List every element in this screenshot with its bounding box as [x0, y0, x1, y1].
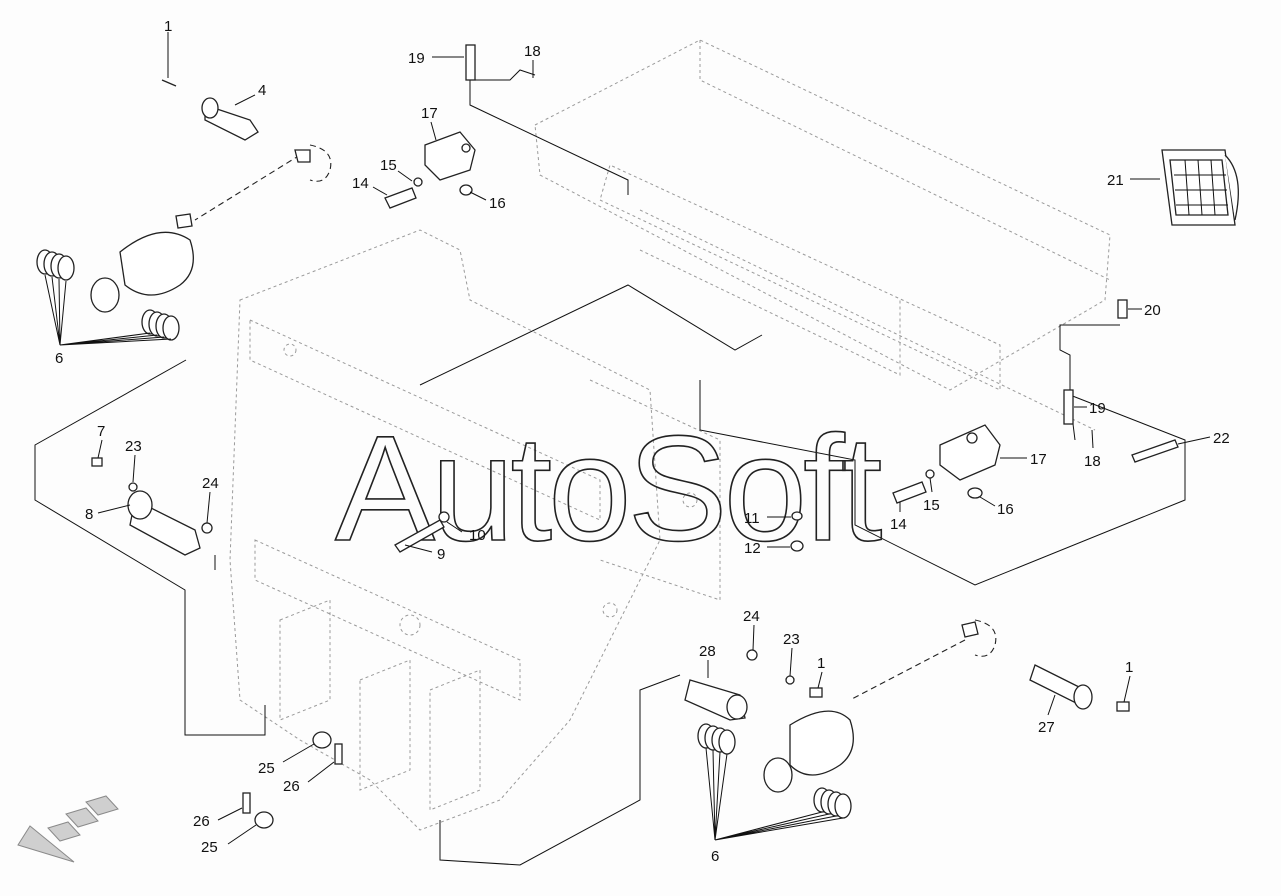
bolt-1	[161, 79, 177, 87]
bolt-14-top	[384, 187, 417, 209]
callout-14-right: 14	[890, 516, 907, 533]
bellows-bottom	[789, 710, 854, 776]
bracket-17-top	[424, 131, 476, 181]
callout-17-right: 17	[1030, 451, 1047, 468]
callout-1-right: 1	[1125, 659, 1133, 676]
leader-lines	[97, 32, 1211, 845]
bolt-group-center	[394, 511, 804, 553]
plate-22	[1131, 439, 1179, 463]
bracket-assembly-right	[892, 299, 1179, 504]
callout-26-lower: 26	[193, 813, 210, 830]
callout-18-right: 18	[1084, 453, 1101, 470]
callout-17: 17	[421, 105, 438, 122]
callout-12: 12	[744, 540, 761, 557]
pin-19-top	[465, 44, 476, 81]
callout-20: 20	[1144, 302, 1161, 319]
bolt-9	[394, 519, 445, 553]
pin-19-right	[1063, 389, 1074, 425]
washer-23	[128, 482, 138, 492]
pin-assembly-bottom-right	[684, 619, 1130, 841]
callout-23-bottom: 23	[783, 631, 800, 648]
washer-16-top	[459, 184, 473, 196]
bellows-top	[119, 231, 194, 296]
pin-4-flange	[201, 97, 219, 119]
callout-15-right: 15	[923, 497, 940, 514]
callout-23: 23	[125, 438, 142, 455]
direction-arrow	[17, 795, 119, 863]
callout-25-upper: 25	[258, 760, 275, 777]
callout-9: 9	[437, 546, 445, 563]
callout-16: 16	[489, 195, 506, 212]
washer-16-right	[967, 487, 983, 499]
callout-28: 28	[699, 643, 716, 660]
washer-15-right	[925, 469, 935, 479]
callout-7: 7	[97, 423, 105, 440]
washer-11	[791, 511, 803, 521]
callout-19: 19	[408, 50, 425, 67]
bolt-1-bottom	[809, 687, 823, 698]
callout-16-right: 16	[997, 501, 1014, 518]
ring-pin-group	[242, 731, 343, 829]
nut-24	[201, 522, 213, 534]
callout-labels: 1 4 6 7 23 24 8 9 10 11 12 19 18 17 15 1…	[55, 18, 1230, 865]
nut-24-bottom	[746, 649, 758, 661]
callout-14: 14	[352, 175, 369, 192]
callout-15: 15	[380, 157, 397, 174]
bracket-17-right	[939, 424, 1001, 481]
washer-23-bottom	[785, 675, 795, 685]
spring-seat-top	[90, 277, 120, 313]
callout-11: 11	[744, 510, 760, 527]
bolt-14-right	[892, 481, 927, 504]
callout-21: 21	[1107, 172, 1124, 189]
callout-4: 4	[258, 82, 266, 99]
pin-assembly-top-left	[36, 79, 332, 346]
callout-6-bottom: 6	[711, 848, 719, 865]
lamp-21	[1161, 149, 1239, 226]
nut-12	[790, 540, 804, 552]
callout-24-bottom: 24	[743, 608, 760, 625]
ghost-frame	[229, 39, 1111, 831]
callout-18: 18	[524, 43, 541, 60]
washer-10	[438, 511, 450, 523]
ring-25-lower	[254, 811, 274, 829]
spring-coils-top	[36, 249, 180, 341]
pin-26-lower	[242, 792, 251, 814]
ring-25-upper	[312, 731, 332, 749]
pin-4	[204, 104, 259, 141]
group-outline	[34, 80, 1186, 866]
callout-22: 22	[1213, 430, 1230, 447]
callout-27: 27	[1038, 719, 1055, 736]
shaft-assembly-left	[91, 457, 213, 556]
shaft-8-flange	[127, 490, 153, 520]
washer-15-top	[413, 177, 423, 187]
bracket-assembly-top	[384, 44, 536, 209]
spring-seat-bottom	[763, 757, 793, 793]
callout-1-bottom: 1	[817, 655, 825, 672]
bolt-7	[91, 457, 103, 467]
callout-24: 24	[202, 475, 219, 492]
callout-8: 8	[85, 506, 93, 523]
pin-26-upper	[334, 743, 343, 765]
callout-10: 10	[469, 527, 486, 544]
callout-1: 1	[164, 18, 172, 35]
callout-26-upper: 26	[283, 778, 300, 795]
callout-25-lower: 25	[201, 839, 218, 856]
callout-6: 6	[55, 350, 63, 367]
callout-19-right: 19	[1089, 400, 1106, 417]
bolt-20	[1117, 299, 1128, 319]
bolt-1-right	[1116, 701, 1130, 712]
pin-27-flange	[1073, 684, 1093, 710]
